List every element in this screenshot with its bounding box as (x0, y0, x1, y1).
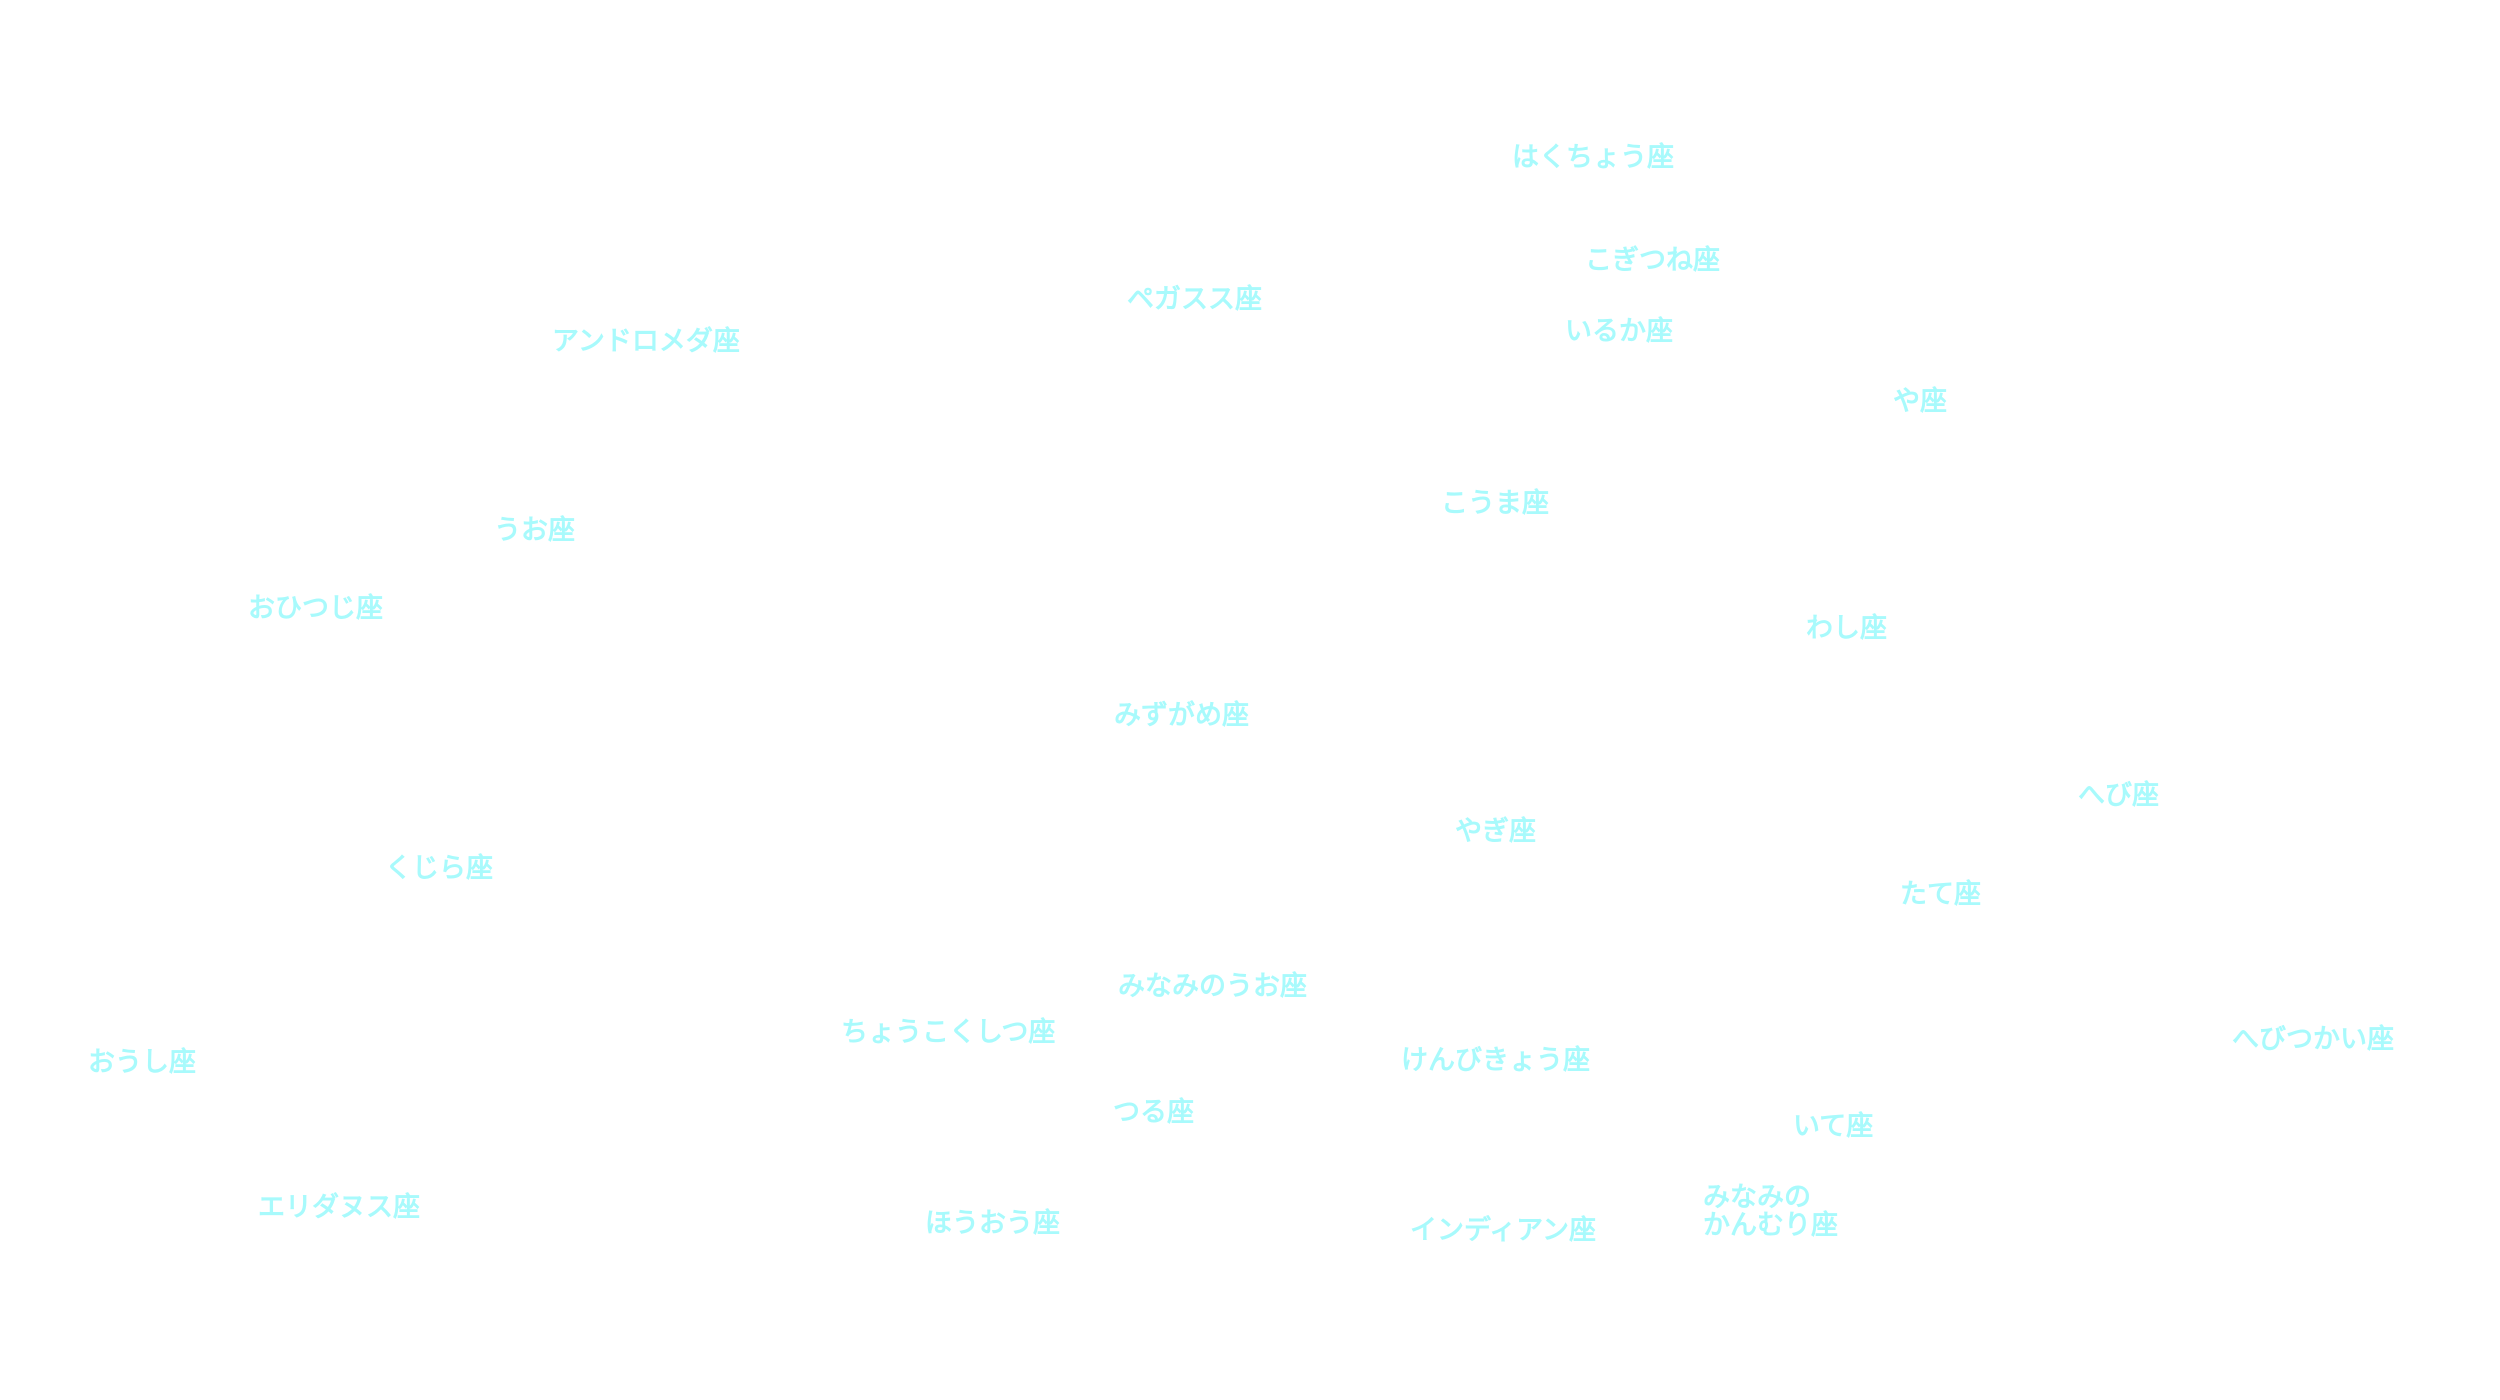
label-corona-australis-line2: かんむり座 (1703, 1210, 1838, 1241)
label-piscis-austrinus: みなみのうお座 (1118, 971, 1307, 1002)
label-andromeda: アンドロメダ座 (552, 326, 740, 357)
label-microscopium: けんびきょう座 (1401, 1045, 1590, 1076)
label-taurus: おうし座 (88, 1047, 196, 1078)
label-grus: つる座 (1113, 1097, 1194, 1128)
label-sagittarius: いて座 (1793, 1111, 1874, 1142)
label-sagitta: や座 (1893, 386, 1947, 417)
label-ophiuchus: へびつかい座 (2232, 1024, 2394, 1055)
label-cetus: くじら座 (385, 853, 493, 884)
label-capricornus: やぎ座 (1455, 816, 1536, 847)
label-indus: インディアン座 (1410, 1215, 1597, 1246)
label-cygnus: はくちょう座 (1512, 142, 1674, 173)
label-pegasus: ペガスス座 (1127, 284, 1262, 315)
label-pisces: うお座 (494, 515, 575, 546)
label-aries: おひつじ座 (248, 593, 383, 624)
label-corona-australis-line1: みなみの (1703, 1182, 1811, 1213)
label-delphinus: いるか座 (1565, 316, 1673, 347)
label-corona-australis: みなみの かんむり座 (1703, 1184, 1838, 1240)
label-vulpecula: こぎつね座 (1585, 245, 1720, 276)
label-serpens: へび座 (2078, 780, 2159, 811)
label-aquila: わし座 (1806, 613, 1887, 644)
label-aquarius: みずがめ座 (1114, 700, 1249, 731)
label-sculptor: ちょうこくしつ座 (841, 1017, 1056, 1048)
label-phoenix: ほうおう座 (925, 1208, 1060, 1239)
label-equuleus: こうま座 (1441, 488, 1549, 519)
label-eridanus: エリダヌス座 (258, 1192, 420, 1223)
label-scutum: たて座 (1900, 879, 1981, 910)
